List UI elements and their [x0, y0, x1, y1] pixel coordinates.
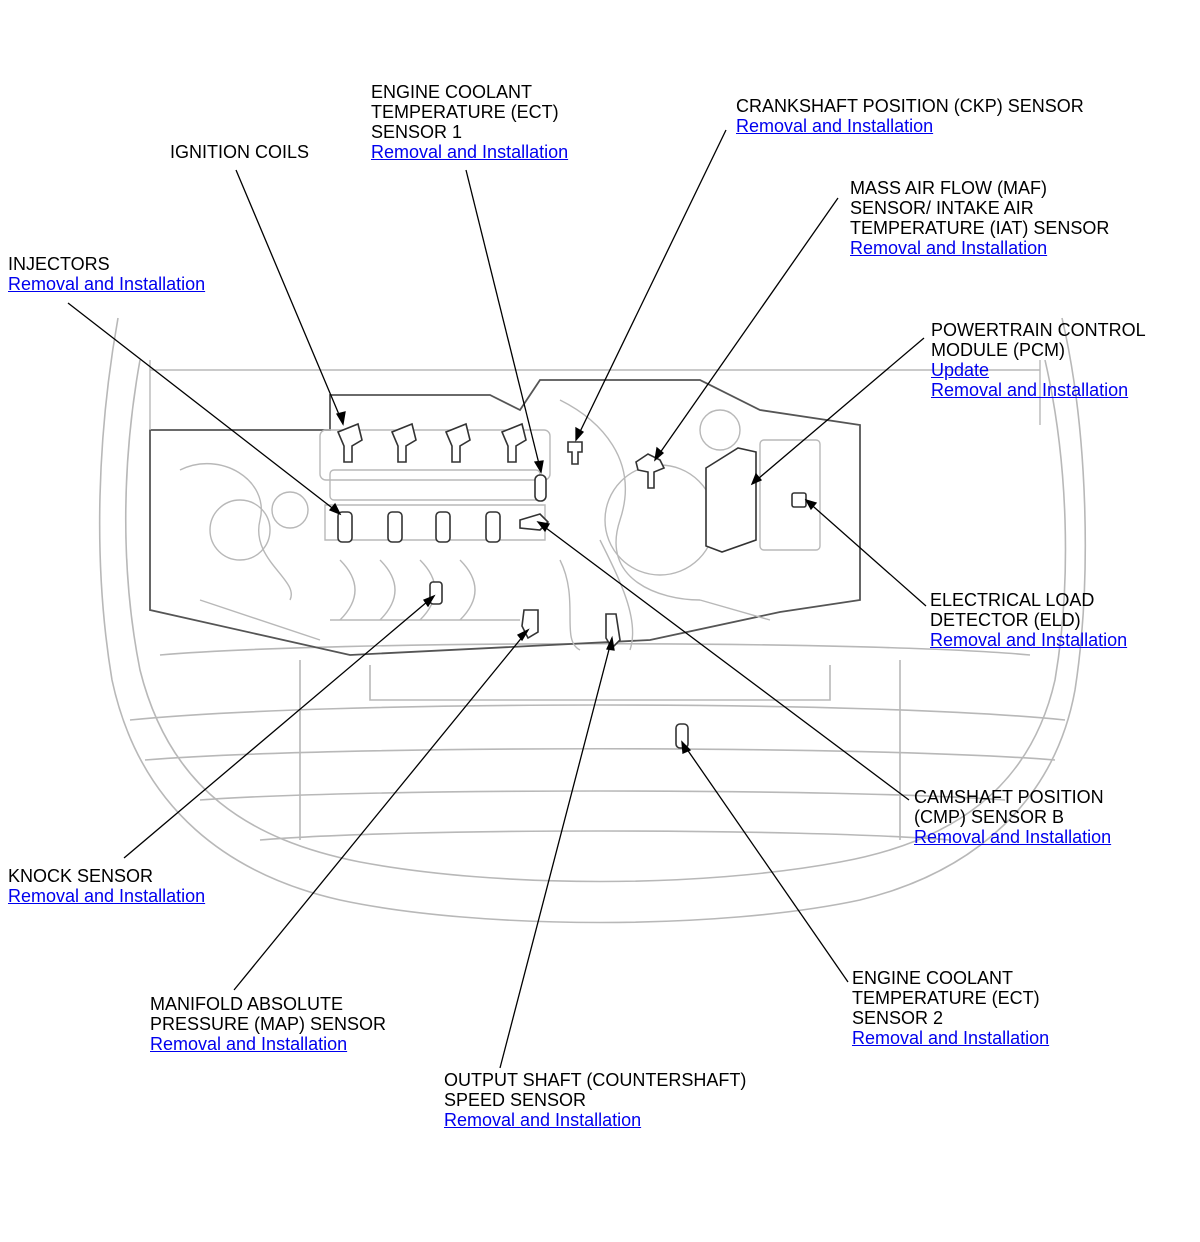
callout-line: MANIFOLD ABSOLUTE [150, 994, 344, 1014]
pcm-update-link[interactable]: Update [931, 360, 990, 380]
ckp-sensor-symbol [567, 441, 583, 465]
injectors [337, 511, 501, 543]
callout-line: TEMPERATURE (IAT) SENSOR [850, 218, 1110, 238]
maf-sensor-symbol [635, 453, 666, 489]
eld-removal-link[interactable]: Removal and Installation [930, 630, 1128, 650]
callout-line: OUTPUT SHAFT (COUNTERSHAFT) [444, 1070, 747, 1090]
callout-line: TEMPERATURE (ECT) [371, 102, 559, 122]
pcm-removal-link[interactable]: Removal and Installation [931, 380, 1129, 400]
injectors-removal-link[interactable]: Removal and Installation [8, 274, 206, 294]
ignition-coils [336, 422, 527, 463]
callout-pcm: POWERTRAIN CONTROL MODULE (PCM) Update R… [931, 320, 1146, 400]
ect2-removal-link[interactable]: Removal and Installation [852, 1028, 1050, 1048]
callout-line: DETECTOR (ELD) [930, 610, 1081, 630]
eld-symbol [791, 492, 807, 508]
ckp-removal-link[interactable]: Removal and Installation [736, 116, 934, 136]
callout-line: IGNITION COILS [170, 142, 310, 162]
callout-line: MODULE (PCM) [931, 340, 1065, 360]
ect1-sensor-symbol [534, 474, 547, 502]
callout-line: CAMSHAFT POSITION [914, 787, 1104, 807]
callout-line: ENGINE COOLANT [371, 82, 533, 102]
callout-cmp: CAMSHAFT POSITION (CMP) SENSOR B Removal… [914, 787, 1111, 847]
vss-symbol [605, 613, 621, 650]
callout-ckp: CRANKSHAFT POSITION (CKP) SENSOR Removal… [736, 96, 1084, 136]
callout-knock: KNOCK SENSOR Removal and Installation [8, 866, 205, 906]
callout-line: POWERTRAIN CONTROL [931, 320, 1146, 340]
callout-vss: OUTPUT SHAFT (COUNTERSHAFT) SPEED SENSOR… [444, 1070, 746, 1130]
callout-line: (CMP) SENSOR B [914, 807, 1065, 827]
callout-line: SENSOR 1 [371, 122, 463, 142]
callout-maf: MASS AIR FLOW (MAF) SENSOR/ INTAKE AIR T… [850, 178, 1109, 258]
engine-bay [149, 360, 1041, 656]
maf-removal-link[interactable]: Removal and Installation [850, 238, 1048, 258]
callout-line: SENSOR/ INTAKE AIR [850, 198, 1034, 218]
callout-line: ENGINE COOLANT [852, 968, 1014, 988]
callout-line: KNOCK SENSOR [8, 866, 154, 886]
leader-lines [67, 129, 927, 1069]
callout-eld: ELECTRICAL LOAD DETECTOR (ELD) Removal a… [930, 590, 1127, 650]
callout-line: MASS AIR FLOW (MAF) [850, 178, 1048, 198]
callout-line: SENSOR 2 [852, 1008, 944, 1028]
callout-map: MANIFOLD ABSOLUTE PRESSURE (MAP) SENSOR … [150, 994, 386, 1054]
knock-removal-link[interactable]: Removal and Installation [8, 886, 206, 906]
callout-line: CRANKSHAFT POSITION (CKP) SENSOR [736, 96, 1084, 116]
cmp-removal-link[interactable]: Removal and Installation [914, 827, 1112, 847]
callout-injectors: INJECTORS Removal and Installation [8, 254, 205, 294]
callout-ect1: ENGINE COOLANT TEMPERATURE (ECT) SENSOR … [371, 82, 568, 162]
callout-ignition-coils: IGNITION COILS [170, 142, 309, 162]
callout-line: SPEED SENSOR [444, 1090, 587, 1110]
map-removal-link[interactable]: Removal and Installation [150, 1034, 348, 1054]
callout-line: TEMPERATURE (ECT) [852, 988, 1040, 1008]
pcm-symbol [705, 447, 757, 553]
callout-line: INJECTORS [8, 254, 110, 274]
callout-ect2: ENGINE COOLANT TEMPERATURE (ECT) SENSOR … [852, 968, 1049, 1048]
callout-line: PRESSURE (MAP) SENSOR [150, 1014, 387, 1034]
ect1-removal-link[interactable]: Removal and Installation [371, 142, 569, 162]
sensor-symbols [429, 441, 807, 749]
callout-line: ELECTRICAL LOAD [930, 590, 1095, 610]
vss-removal-link[interactable]: Removal and Installation [444, 1110, 642, 1130]
